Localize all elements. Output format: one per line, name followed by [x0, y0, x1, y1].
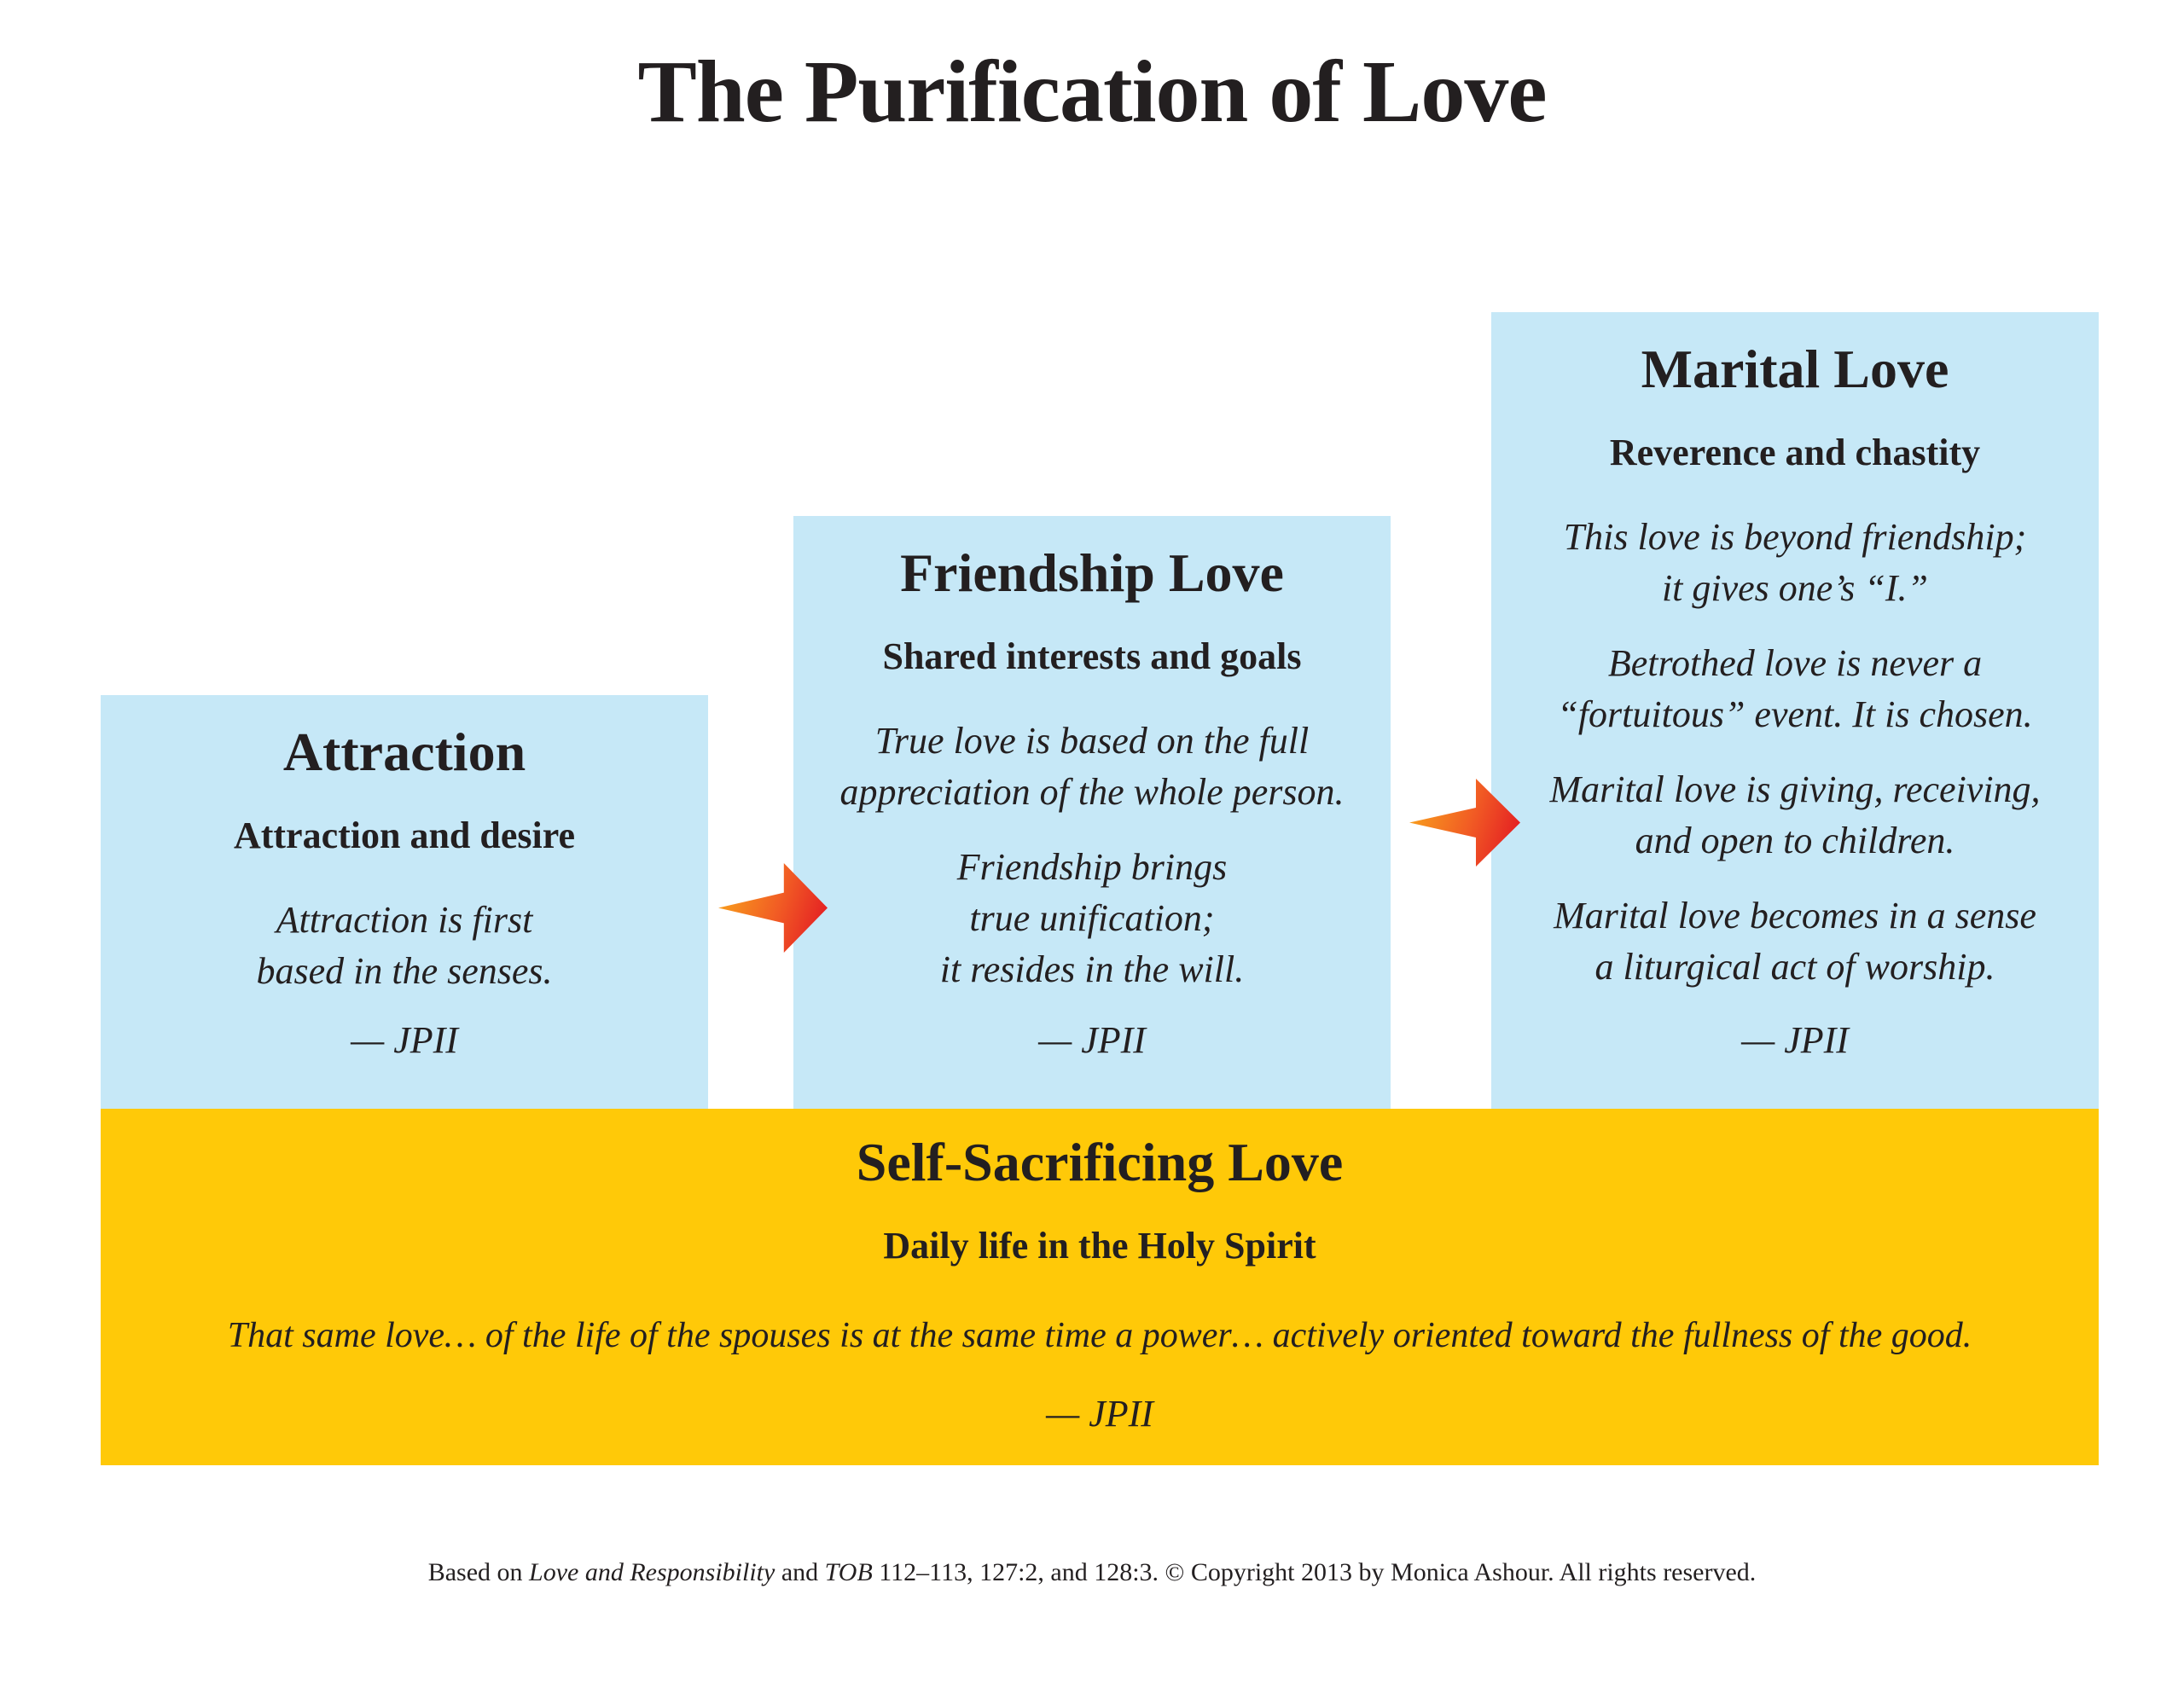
- base-box-self-sacrificing-love: Self-Sacrificing Love Daily life in the …: [101, 1109, 2099, 1465]
- page-title: The Purification of Love: [637, 43, 1547, 141]
- footer-text: 112–113, 127:2, and 128:3. © Copyright 2…: [872, 1558, 1757, 1586]
- footer-text: and: [775, 1558, 825, 1586]
- stage-attribution: — JPII: [1038, 1018, 1146, 1061]
- footer-book-title: TOB: [824, 1558, 873, 1586]
- stage-title: Attraction: [282, 722, 526, 782]
- stage-quote: Friendship brings true unification; it r…: [939, 846, 1245, 991]
- base-subtitle: Daily life in the Holy Spirit: [883, 1224, 1316, 1267]
- base-attribution: — JPII: [1046, 1392, 1153, 1435]
- stage-quote: Attraction is first based in the senses.: [256, 899, 553, 993]
- stage-title: Marital Love: [1641, 339, 1949, 399]
- stage-subtitle: Attraction and desire: [233, 814, 576, 856]
- stage-subtitle: Reverence and chastity: [1609, 431, 1981, 473]
- stage-quote: This love is beyond friendship; it gives…: [1563, 516, 2027, 610]
- footer-book-title: Love and Responsibility: [529, 1558, 775, 1586]
- base-quote: That same love… of the life of the spous…: [227, 1316, 1972, 1356]
- stage-subtitle: Shared interests and goals: [882, 635, 1302, 677]
- footer-citation: Based on Love and Responsibility and TOB…: [0, 1556, 2184, 1589]
- stage-box-friendship: Friendship Love Shared interests and goa…: [793, 516, 1391, 1109]
- stage-quote: True love is based on the full appreciat…: [839, 720, 1345, 814]
- stage-attribution: — JPII: [1741, 1018, 1849, 1061]
- stage-quote: Marital love is giving, receiving, and o…: [1549, 768, 2041, 862]
- stage-box-marital: Marital Love Reverence and chastity This…: [1491, 312, 2099, 1109]
- stage-quote: Betrothed love is never a “fortuitous” e…: [1557, 642, 2033, 736]
- footer-text: Based on: [427, 1558, 530, 1586]
- base-title: Self-Sacrificing Love: [856, 1132, 1344, 1192]
- stage-box-attraction: Attraction Attraction and desire Attract…: [101, 695, 708, 1109]
- stage-title: Friendship Love: [900, 542, 1284, 603]
- stage-quote: Marital love becomes in a sense a liturg…: [1554, 895, 2036, 988]
- stage-attribution: — JPII: [351, 1018, 458, 1061]
